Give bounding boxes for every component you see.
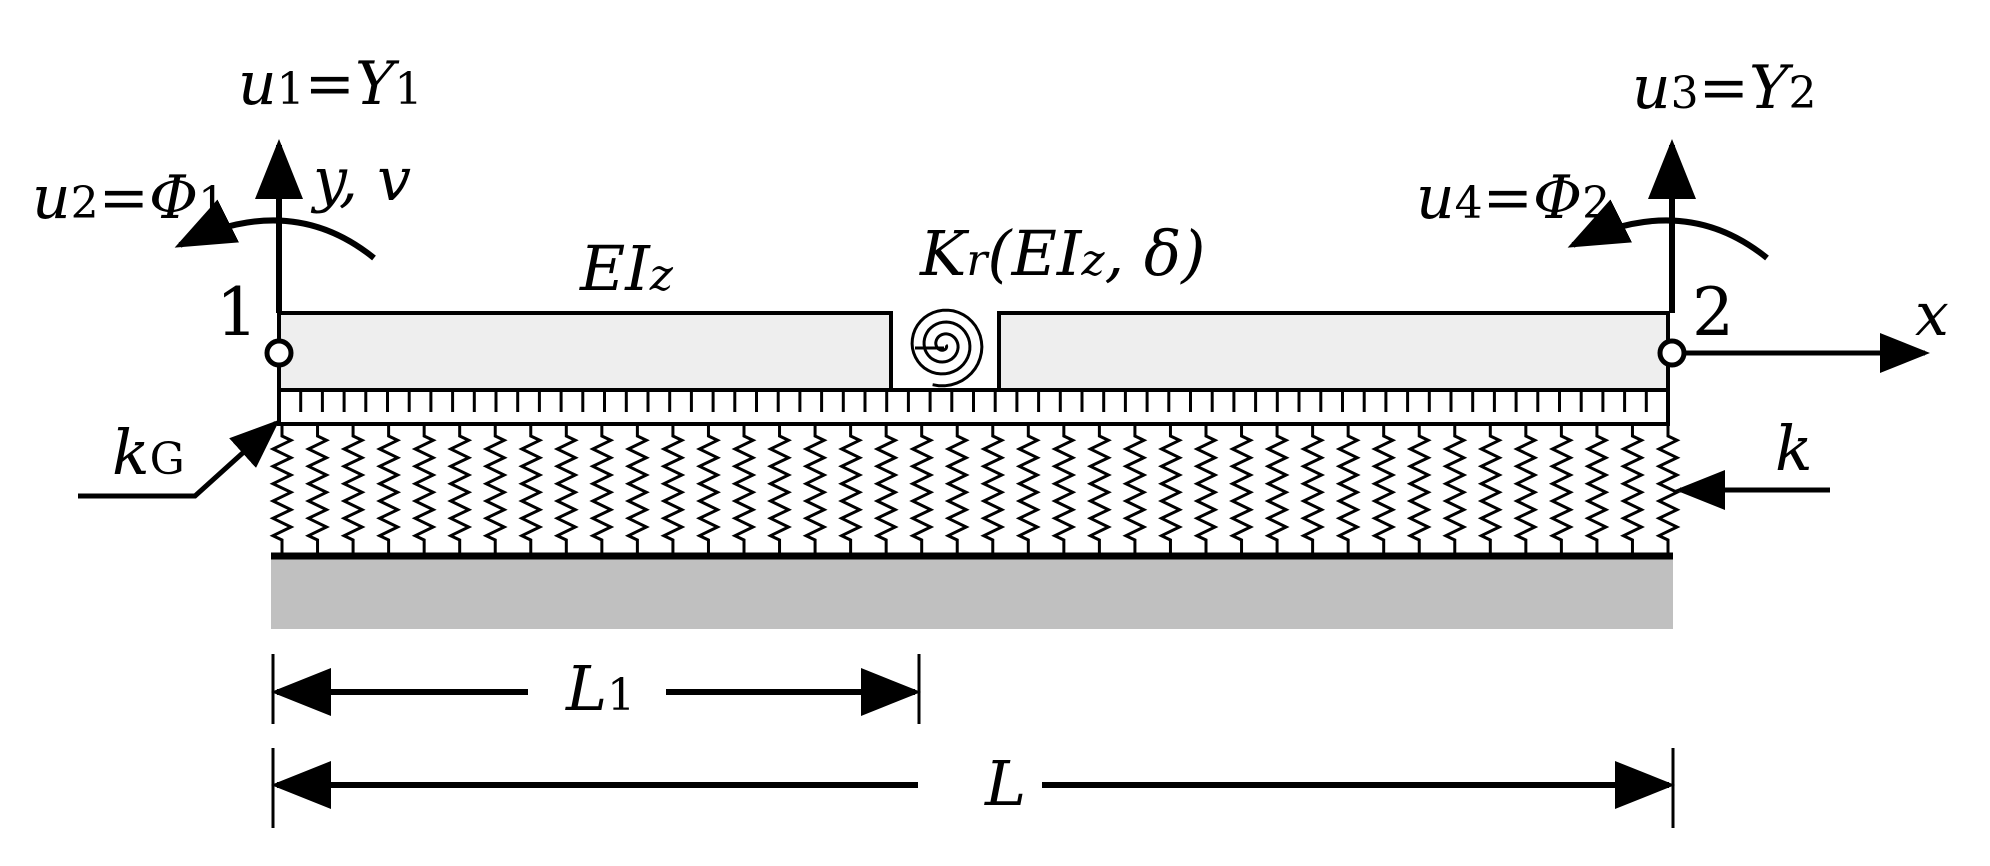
spring [1584, 424, 1610, 553]
spring [1086, 424, 1112, 553]
winkler-springs [269, 424, 1681, 553]
spring [909, 424, 935, 553]
label-L: L [984, 747, 1026, 820]
spring [376, 424, 402, 553]
label-u2: u2=Φ1 [32, 163, 226, 233]
spring [411, 424, 437, 553]
spring [1264, 424, 1290, 553]
spring [767, 424, 792, 553]
spring [624, 424, 650, 553]
rotation-arrow-node-1 [174, 199, 376, 261]
spring [731, 424, 757, 553]
spring [589, 424, 615, 553]
spring [1548, 424, 1574, 553]
spring [305, 424, 330, 553]
spring [944, 424, 970, 553]
spring [1158, 424, 1183, 553]
spring [802, 424, 828, 553]
label-node-1: 1 [216, 274, 258, 351]
label-k: k [1775, 412, 1813, 485]
spring [269, 424, 295, 553]
spring [696, 424, 721, 553]
label-y-v: y, v [310, 145, 411, 215]
spring [1051, 424, 1077, 553]
ground-block [271, 557, 1673, 629]
rotation-arrow-node-2 [1567, 199, 1769, 261]
spring [1513, 424, 1539, 553]
spring [980, 424, 1006, 553]
node-2-hinge [1657, 338, 1687, 368]
spring [1229, 424, 1254, 553]
spring [873, 424, 899, 553]
spring [1477, 424, 1503, 553]
spring [1015, 424, 1041, 553]
beam-right-segment [997, 311, 1670, 392]
spring [1406, 424, 1432, 553]
label-u4: u4=Φ2 [1416, 163, 1610, 233]
beam-left-segment [277, 311, 893, 392]
shear-layer-ticks [299, 392, 1648, 412]
label-u1: u1=Y1 [238, 49, 423, 119]
spring [660, 424, 686, 553]
spring [838, 424, 864, 553]
label-EIz: EIz [579, 232, 674, 305]
label-u3: u3=Y2 [1632, 53, 1817, 123]
spring [1371, 424, 1397, 553]
spring [1122, 424, 1148, 553]
spring [1442, 424, 1468, 553]
label-L1: L1 [565, 652, 635, 725]
spring [482, 424, 508, 553]
spring [1655, 424, 1681, 553]
spring [1193, 424, 1219, 553]
spring [518, 424, 544, 553]
spring [447, 424, 473, 553]
label-Kr: Kr(EIz, δ) [919, 217, 1205, 290]
spring [553, 424, 579, 553]
label-kG: kG [112, 416, 185, 489]
spring [340, 424, 366, 553]
label-x-axis: x [1915, 280, 1949, 350]
spring [1300, 424, 1326, 553]
spring [1335, 424, 1361, 553]
label-node-2: 2 [1692, 274, 1734, 351]
spring [1620, 424, 1645, 553]
rotational-spring-icon [910, 308, 984, 388]
node-1-hinge [264, 338, 294, 368]
kG-pointer-arrow [78, 419, 280, 499]
